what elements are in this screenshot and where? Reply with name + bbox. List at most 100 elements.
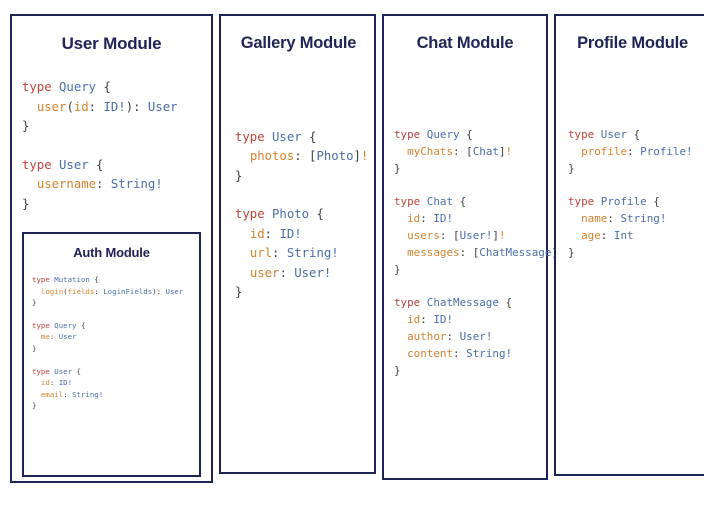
code-line: id: ID!: [394, 311, 536, 328]
code-token: [568, 212, 581, 225]
code-line: type User {: [568, 126, 697, 143]
graphql-schema-gallery: type User { photos: [Photo]!}type Photo …: [235, 128, 368, 303]
code-token: :: [294, 149, 310, 164]
code-token: url: [249, 246, 273, 261]
code-token: [394, 330, 407, 343]
code-token: }: [235, 285, 243, 300]
code-token: {: [627, 127, 641, 141]
code-token: type: [394, 194, 427, 208]
code-token: }: [22, 196, 30, 211]
code-token: profile: [581, 144, 628, 158]
code-token: ID!: [58, 378, 73, 388]
code-line: }: [394, 362, 536, 379]
code-token: }: [32, 298, 37, 308]
code-token: [235, 246, 250, 260]
code-token: ):: [152, 286, 166, 296]
code-token: [22, 100, 37, 114]
schema-type-block: type Chat { id: ID! users: [User!]! mess…: [394, 193, 565, 278]
code-token: id: [73, 99, 89, 114]
code-token: {: [96, 80, 111, 95]
code-token: Photo: [272, 207, 310, 222]
code-token: login: [40, 286, 64, 296]
code-token: [32, 390, 41, 399]
code-token: user: [249, 265, 280, 280]
code-token: }: [394, 363, 401, 377]
code-line: type Query {: [32, 320, 191, 332]
code-token: [32, 332, 41, 341]
schema-type-block: type Query { me: User}: [32, 320, 191, 355]
code-token: String!: [466, 346, 513, 360]
schema-type-block: type Photo { id: ID! url: String! user: …: [235, 205, 362, 303]
code-token: [568, 229, 581, 242]
module-title-user: User Module: [61, 34, 162, 53]
code-token: author: [407, 329, 447, 343]
graphql-schema-user: type Query { user(id: ID!): User}type Us…: [22, 78, 201, 214]
code-token: {: [498, 295, 513, 309]
code-token: users: [407, 228, 440, 242]
code-token: age: [581, 228, 601, 242]
code-token: [32, 287, 41, 296]
code-token: type: [32, 366, 55, 376]
code-token: [235, 227, 250, 241]
code-token: }: [568, 161, 575, 175]
code-token: [394, 145, 407, 158]
schema-type-block: type User { username: String!}: [22, 156, 201, 215]
module-title-gallery: Gallery Module: [240, 34, 357, 52]
code-token: [568, 145, 581, 158]
code-token: LoginFields: [103, 286, 153, 296]
code-token: }: [394, 161, 401, 175]
code-token: content: [407, 346, 454, 360]
code-token: type: [568, 127, 601, 141]
code-token: :: [94, 286, 104, 296]
code-token: type: [235, 207, 273, 222]
code-token: ChatMessage: [426, 295, 499, 309]
code-token: me: [40, 332, 50, 342]
code-token: :: [439, 228, 454, 242]
code-token: :: [279, 265, 295, 280]
code-token: [235, 266, 250, 280]
code-line: profile: Profile!: [568, 143, 697, 160]
code-line: type User {: [235, 128, 362, 148]
code-token: [22, 177, 37, 191]
code-token: :: [459, 245, 473, 259]
code-line: user(id: ID!): User: [22, 98, 201, 118]
code-line: email: String!: [32, 389, 191, 401]
code-token: !: [360, 149, 369, 164]
code-token: ID!: [279, 226, 302, 241]
code-line: photos: [Photo]!: [235, 147, 368, 167]
code-line: age: Int: [568, 227, 697, 244]
code-token: }: [32, 401, 37, 411]
code-token: [: [309, 149, 317, 164]
code-token: ):: [125, 99, 148, 114]
code-line: type Photo {: [235, 205, 362, 225]
code-token: [: [453, 228, 460, 242]
code-token: :: [453, 144, 467, 158]
code-token: Chat: [426, 194, 454, 208]
code-token: !: [505, 144, 513, 158]
code-line: }: [394, 160, 536, 177]
code-token: Profile: [600, 194, 647, 208]
code-token: :: [453, 346, 467, 360]
code-token: }: [394, 262, 401, 276]
code-line: login(fields: LoginFields): User: [32, 286, 191, 298]
code-line: type Query {: [394, 126, 536, 143]
code-token: }: [32, 343, 37, 353]
code-token: {: [76, 320, 86, 330]
module-card-user[interactable]: User Module type Query { user(id: ID!): U…: [10, 14, 213, 483]
code-line: id: ID!: [394, 210, 536, 227]
code-token: {: [453, 194, 467, 208]
code-token: :: [96, 177, 111, 192]
code-line: type User {: [22, 156, 201, 176]
code-token: photos: [249, 149, 295, 164]
code-line: }: [235, 283, 362, 303]
code-token: id: [407, 211, 421, 225]
code-token: ID!: [433, 312, 454, 326]
code-line: id: ID!: [32, 377, 191, 389]
code-line: type Chat {: [394, 193, 536, 210]
code-line: type Mutation {: [32, 274, 191, 286]
code-token: fields: [67, 286, 95, 296]
